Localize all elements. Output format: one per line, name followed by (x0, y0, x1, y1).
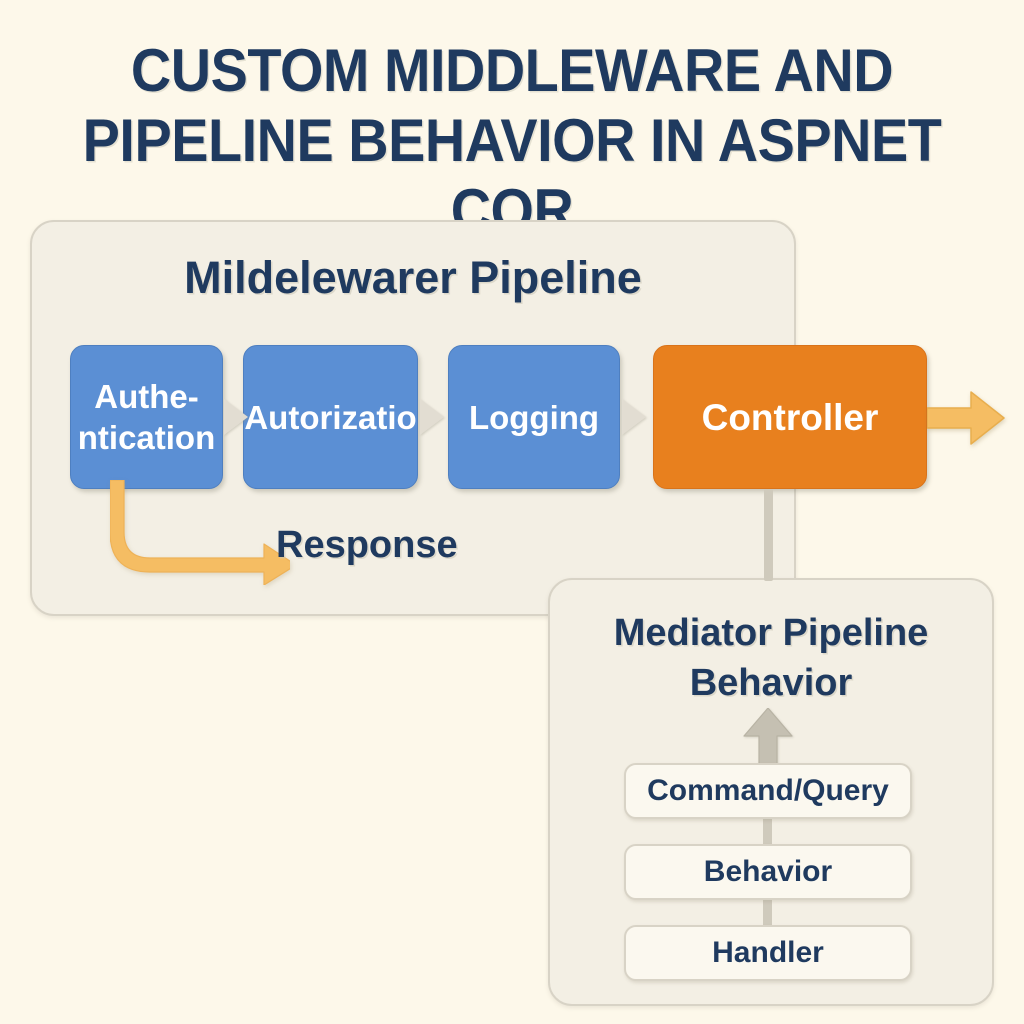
chevron-right-icon (622, 399, 646, 435)
pipeline-stage-authentication[interactable]: Authe- ntication (70, 345, 223, 489)
middleware-panel-title: Mildelewarer Pipeline (184, 252, 642, 303)
chevron-right-icon (224, 399, 248, 435)
pipeline-stage-controller[interactable]: Controller (653, 345, 927, 489)
flow-box-command-query[interactable]: Command/Query (624, 763, 912, 819)
arrow-up-icon (743, 708, 793, 770)
controller-to-mediator-connector (764, 489, 773, 581)
chevron-right-icon (420, 399, 444, 435)
flow-box-handler[interactable]: Handler (624, 925, 912, 981)
pipeline-stage-authorization[interactable]: Autorizatio (243, 345, 418, 489)
pipeline-stage-logging[interactable]: Logging (448, 345, 620, 489)
mediator-panel-title: Mediator Pipeline Behavior (613, 612, 929, 704)
outgoing-request-arrow-icon (927, 391, 1005, 445)
response-label: Response (276, 524, 458, 566)
page-title: CUSTOM MIDDLEWARE AND PIPELINE BEHAVIOR … (82, 37, 942, 244)
flow-connector-line (763, 817, 772, 850)
response-elbow-arrow-icon (110, 480, 290, 585)
flow-box-behavior[interactable]: Behavior (624, 844, 912, 900)
flow-connector-line (763, 898, 772, 931)
